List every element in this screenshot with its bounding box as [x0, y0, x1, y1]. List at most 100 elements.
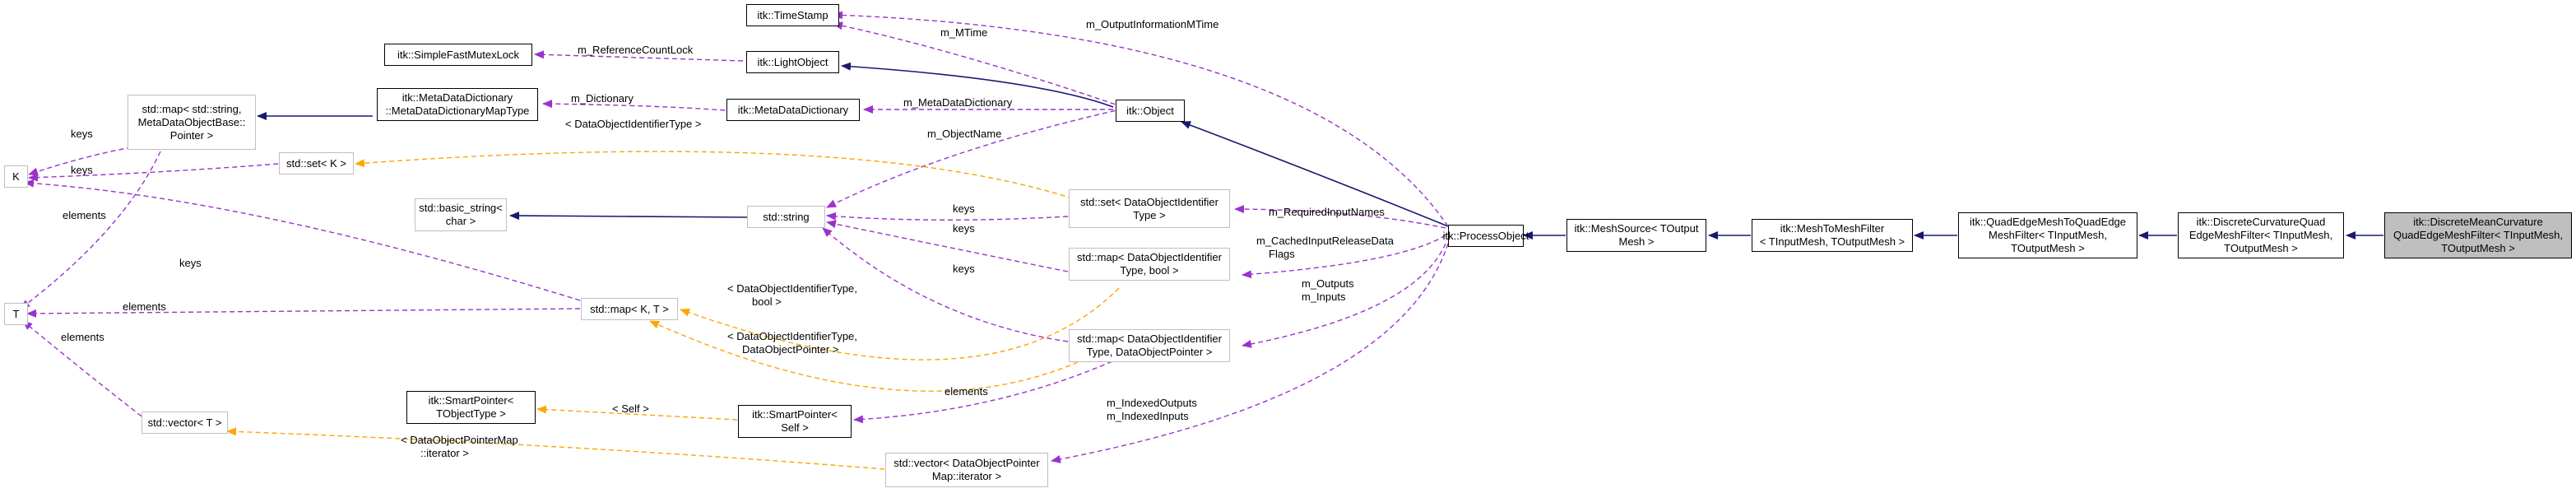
edge-mdd-to-map [453, 116, 488, 156]
node-label-line: itk::DiscreteCurvatureQuad [2196, 216, 2326, 228]
node-itk-smartpointer-self[interactable]: itk::SmartPointer<Self > [738, 405, 852, 438]
node-std-set-k[interactable]: std::set< K > [279, 152, 354, 174]
edge-object-to-processobject [1181, 121, 1449, 227]
edge-mapkt-elements-t [26, 308, 581, 318]
node-label-line: itk::SmartPointer< [752, 408, 838, 421]
node-itk-metadatadictionary-maptype[interactable]: itk::MetaDataDictionary::MetaDataDiction… [377, 88, 538, 121]
node-itk-processobject[interactable]: itk::ProcessObject [1443, 225, 1529, 247]
node-label-line: Type, bool > [1120, 264, 1179, 277]
label-m-mtime: m_MTime [940, 26, 987, 39]
edge-mapptr-keys-string [822, 227, 1069, 342]
node-label: itk::MetaDataDictionary [737, 103, 849, 116]
edge-set-template [355, 151, 1120, 216]
label-m-outputinformationmtime: m_OutputInformationMTime [1086, 18, 1218, 30]
usage-edges [20, 11, 1449, 463]
node-label-line: EdgeMeshFilter< TInputMesh, [2188, 229, 2333, 241]
node-label-line: itk::MeshToMeshFilter [1780, 222, 1885, 235]
edge-basicstring-to-string [509, 212, 748, 221]
label-m-requiredinputnames: m_RequiredInputNames [1269, 206, 1385, 218]
node-itk-meshtomeshfilter[interactable]: itk::MeshToMeshFilter< TInputMesh, TOutp… [1752, 219, 1913, 252]
node-label: itk::ProcessObject [1442, 229, 1529, 242]
label-elements-smartptr: elements [945, 385, 988, 398]
edge-mdd2-dictionary [542, 100, 726, 111]
label-elements-t-map: elements [63, 209, 106, 221]
edge-cachedinput [1242, 235, 1446, 279]
label-keys-map-bool-string: keys [953, 222, 975, 235]
label-dataobjptrmap-tpl: < DataObjectPointerMap::iterator > [401, 434, 518, 459]
node-label-line: itk::QuadEdgeMeshToQuadEdge [1969, 216, 2127, 228]
edge-vector-elements-t [22, 320, 149, 422]
edge-mapkt-keys-k [24, 179, 581, 301]
node-std-vector-t[interactable]: std::vector< T > [142, 412, 228, 434]
node-label: std::vector< T > [147, 416, 222, 429]
node-t[interactable]: T [4, 303, 28, 325]
edge-indexed [1051, 243, 1449, 463]
node-label-line: < TInputMesh, TOutputMesh > [1759, 235, 1905, 248]
label-m-referencecountlock: m_ReferenceCountLock [578, 44, 694, 56]
node-itk-timestamp[interactable]: itk::TimeStamp [746, 4, 839, 26]
node-label-line: MeshFilter< TInputMesh, [1989, 229, 2107, 241]
label-m-dictionary: m_Dictionary [571, 92, 634, 105]
node-label-line: std::map< std::string, [142, 102, 242, 115]
node-label-line: ::MetaDataDictionaryMapType [385, 105, 530, 117]
node-label-line: TOutputMesh > [2011, 242, 2085, 254]
node-label: std::set< K > [286, 156, 346, 170]
label-dataobjid-type-tpl: < DataObjectIdentifierType > [565, 118, 701, 130]
node-label-line: Self > [781, 421, 809, 434]
node-label-line: std::basic_string< [419, 202, 503, 214]
node-itk-metadatadictionary[interactable]: itk::MetaDataDictionary [726, 99, 860, 121]
edge-timestamp-mtime [833, 21, 1124, 108]
edge-set-keys-k [28, 163, 279, 182]
label-dataobjid-ptr-tpl: < DataObjectIdentifierType,DataObjectPoi… [727, 330, 857, 356]
label-keys-map-ptr-string: keys [953, 263, 975, 275]
edge-timestamp-outputinfo [833, 11, 1449, 227]
node-std-basic-string[interactable]: std::basic_string<char > [415, 198, 507, 231]
node-itk-simplefastmutexlock[interactable]: itk::SimpleFastMutexLock [384, 44, 532, 66]
node-k[interactable]: K [4, 165, 28, 188]
edge-objectname [826, 106, 1132, 208]
template-edges [226, 151, 1120, 470]
node-label-line: std::set< DataObjectIdentifier [1079, 195, 1218, 208]
node-label-line: Type > [1133, 208, 1166, 221]
node-itk-smartpointer-tobjecttype[interactable]: itk::SmartPointer<TObjectType > [406, 391, 536, 424]
node-std-map-k-t[interactable]: std::map< K, T > [581, 298, 678, 320]
edge-mapptr-template [649, 320, 1079, 392]
node-label: K [12, 170, 20, 183]
label-keys-k-set: keys [71, 164, 93, 176]
edge-set-keys-string [826, 212, 1069, 221]
edge-lightobject-to-object [841, 62, 1114, 108]
node-std-string[interactable]: std::string [747, 206, 825, 228]
node-label-line: std::map< DataObjectIdentifier [1077, 333, 1222, 345]
node-label-line: char > [445, 215, 476, 227]
label-m-metadatadictionary: m_MetaDataDictionary [903, 96, 1013, 109]
label-dataobjid-bool-tpl: < DataObjectIdentifierType,bool > [727, 282, 857, 308]
label-keys-k-map: keys [71, 128, 93, 140]
label-keys-set-string: keys [953, 202, 975, 215]
label-elements-t-from-map-kt: elements [123, 300, 166, 313]
node-label-line: MetaDataObjectBase:: [137, 115, 246, 128]
label-keys-k-from-map-kt: keys [179, 257, 202, 269]
node-label: itk::TimeStamp [757, 8, 828, 21]
node-itk-object[interactable]: itk::Object [1116, 100, 1185, 122]
node-itk-lightobject[interactable]: itk::LightObject [746, 51, 839, 73]
inheritance-edges [257, 62, 2383, 240]
node-label-line: Map::iterator > [931, 470, 1002, 482]
node-std-map-string-metadataobjectbase[interactable]: std::map< std::string,MetaDataObjectBase… [128, 95, 256, 150]
node-label-line: Pointer > [169, 128, 214, 142]
edge-mapbool-keys-string [826, 220, 1069, 272]
label-m-objectname: m_ObjectName [927, 128, 1001, 140]
edge-smartptr-template [536, 405, 738, 421]
edge-required-inputnames [1234, 205, 1446, 229]
